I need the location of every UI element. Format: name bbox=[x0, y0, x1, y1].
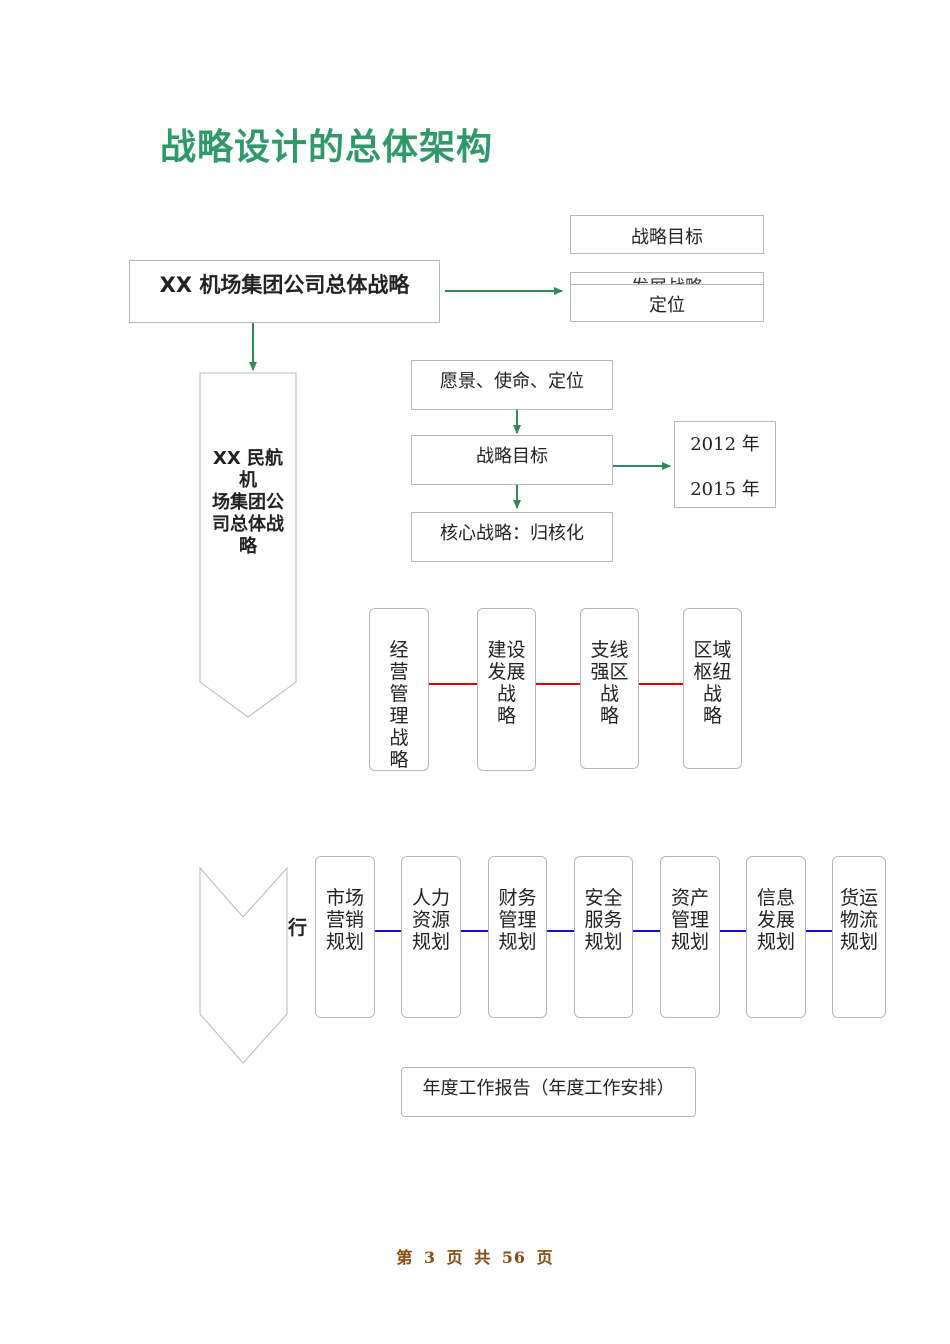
page-title: 战略设计的总体架构 bbox=[160, 127, 494, 168]
year-2015: 2015 年 bbox=[690, 479, 760, 500]
annual-report-box: 年度工作报告（年度工作安排） bbox=[401, 1067, 696, 1117]
strategy-label: 区域 枢纽 战 略 bbox=[693, 639, 732, 727]
strategy-box-hub: 区域 枢纽 战 略 bbox=[683, 608, 742, 769]
annual-report-label: 年度工作报告（年度工作安排） bbox=[422, 1078, 675, 1099]
plan-label: 资产 管理 规划 bbox=[670, 887, 709, 953]
strategy-box-construction: 建设 发展 战 略 bbox=[477, 608, 536, 771]
position-label: 定位 bbox=[649, 295, 685, 316]
plan-box-assets: 资产 管理 规划 bbox=[660, 856, 720, 1018]
strategy-label: 建设 发展 战 略 bbox=[487, 639, 526, 727]
strategy-label: 经 营 管 理 战 略 bbox=[389, 639, 409, 771]
main-strategy-box: XX 机场集团公司总体战略 bbox=[129, 260, 440, 323]
core-strategy-box: 核心战略：归核化 bbox=[411, 512, 613, 562]
plan-box-finance: 财务 管理 规划 bbox=[488, 856, 547, 1018]
top-goal-label: 战略目标 bbox=[631, 227, 703, 248]
exec-label: 行 bbox=[288, 917, 308, 939]
strategy-box-regional: 支线 强区 战 略 bbox=[580, 608, 639, 769]
lower-chevron-arrow bbox=[199, 866, 288, 1064]
plan-box-logistics: 货运 物流 规划 bbox=[832, 856, 886, 1018]
plan-box-information: 信息 发展 规划 bbox=[746, 856, 806, 1018]
plan-label: 信息 发展 规划 bbox=[756, 887, 795, 953]
plan-label: 财务 管理 规划 bbox=[498, 887, 537, 953]
position-box: 定位 bbox=[570, 284, 764, 322]
core-strategy-label: 核心战略：归核化 bbox=[440, 523, 584, 544]
goal-box: 战略目标 bbox=[411, 435, 613, 485]
plan-label: 人力 资源 规划 bbox=[411, 887, 450, 953]
plan-label: 安全 服务 规划 bbox=[584, 887, 623, 953]
plan-label: 市场 营销 规划 bbox=[325, 887, 364, 953]
plan-box-marketing: 市场 营销 规划 bbox=[315, 856, 375, 1018]
plan-box-hr: 人力 资源 规划 bbox=[401, 856, 461, 1018]
side-chevron-arrow bbox=[199, 372, 297, 718]
goal-label: 战略目标 bbox=[476, 446, 548, 467]
side-arrow-label: XX 民航 机 场集团公 司总体战 略 bbox=[212, 448, 284, 557]
plan-box-safety: 安全 服务 规划 bbox=[574, 856, 633, 1018]
vision-label: 愿景、使命、定位 bbox=[440, 371, 584, 392]
hidden-strategy-label: 发展战略 bbox=[631, 277, 703, 288]
years-box: 2012 年 2015 年 bbox=[674, 421, 776, 508]
vision-box: 愿景、使命、定位 bbox=[411, 360, 613, 410]
plan-label: 货运 物流 规划 bbox=[839, 887, 878, 953]
strategy-box-operations: 经 营 管 理 战 略 bbox=[369, 608, 429, 771]
strategy-label: 支线 强区 战 略 bbox=[590, 639, 629, 727]
year-2012: 2012 年 bbox=[690, 434, 760, 455]
main-strategy-label: XX 机场集团公司总体战略 bbox=[159, 273, 410, 297]
page-footer: 第 3 页 共 56 页 bbox=[396, 1248, 554, 1267]
top-goal-box: 战略目标 bbox=[570, 215, 764, 254]
